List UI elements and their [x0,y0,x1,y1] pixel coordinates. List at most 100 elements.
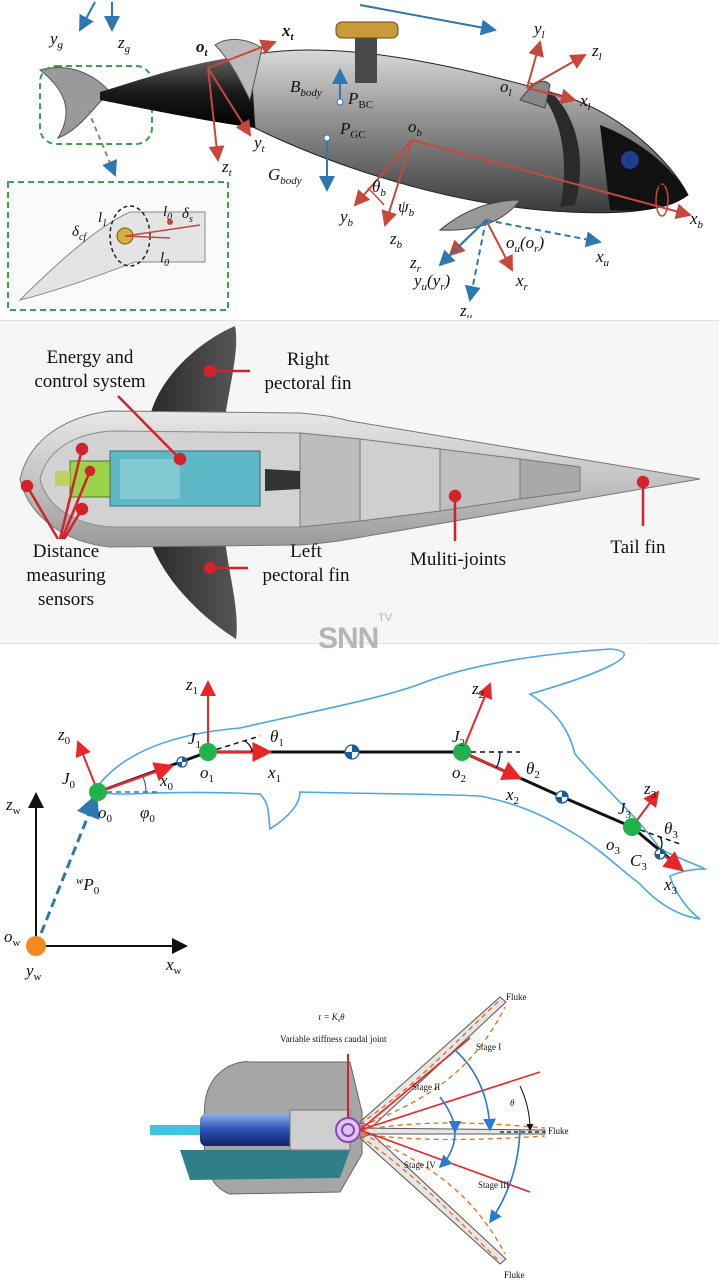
tail-highlight-box [39,65,153,145]
joint-J2 [453,743,471,761]
xt-axis [207,39,277,69]
zu-axis [464,219,487,302]
cyan-rod [150,1125,210,1135]
label-bbody: Bbody [290,77,322,99]
watermark-brand: SNN [318,622,379,655]
x2-axis [461,750,523,780]
z2-axis [461,682,493,753]
label-yw: yw [24,961,42,980]
label-right-fin-line1: Right [287,349,330,370]
label-fluke-mid: Fluke [548,1126,569,1136]
watermark-suffix: TV [378,612,393,624]
label-yl: yl [532,19,545,41]
yu-axis [438,219,487,267]
xg-axis [359,4,497,36]
joint-J1 [199,743,217,761]
zt-axis [207,67,225,162]
label-xl: xl [579,91,591,113]
panel-robot-topview: Energy and control system Right pectoral… [0,320,719,644]
label-o1: o1 [200,763,214,785]
panel-kinematic-chain: z0 z1 z2 z3 zw J0 J1 J2 J3 o0 o1 o2 o3 x… [0,644,719,980]
spring-joint [335,1117,361,1143]
label-theta1: θ1 [270,727,284,749]
yg-axis [79,1,96,32]
kinematic-diagram: z0 z1 z2 z3 zw J0 J1 J2 J3 o0 o1 o2 o3 x… [4,648,708,980]
label-theta: θ [510,1098,515,1108]
label-theta2: θ2 [526,759,540,781]
inset-joint-ring [109,205,151,267]
pectoral-fin-lower [438,199,522,231]
yt-axis [207,67,252,137]
inset-tail [18,211,206,301]
x0-axis [97,762,175,794]
label-yb: yb [338,207,354,229]
label-gbody: Gbody [268,165,302,187]
label-l0-bottom: l0 [160,250,169,269]
xr-axis [485,219,513,272]
label-x3: x3 [663,875,678,897]
com-markers [176,744,666,860]
label-zt: zt [221,157,233,179]
stage1-arc [454,1049,496,1132]
label-stage3: Stage III [478,1180,509,1190]
phib-arc [655,183,669,217]
xb-axis [411,139,692,220]
label-xu: xu [595,247,610,269]
label-theta3: θ3 [664,819,678,841]
label-energy-line1: Energy and [47,347,134,368]
label-yt: yt [252,133,266,155]
zl-axis [526,54,587,89]
label-z1: z1 [185,675,198,697]
label-J1: J1 [188,729,201,751]
left-pectoral-fin [150,539,237,639]
panel-caudal-joint: τ = Ksθ Variable stiffness caudal joint … [0,982,719,1280]
label-stage4: Stage IV [404,1160,436,1170]
label-o2: o2 [452,763,466,785]
pectoral-fin-upper [519,80,551,109]
label-zg: zg [117,33,131,55]
label-equation: τ = Ksθ [318,1012,345,1024]
stage1-line [359,1037,471,1131]
label-yg: yg [48,29,64,51]
inset-pointer [87,109,118,177]
label-l0-top: l0 [163,204,172,223]
nose [600,125,688,211]
label-J2: J2 [452,727,465,749]
label-zu: zu [459,301,473,318]
xl-axis [526,87,577,105]
stage2-arc [439,1096,462,1134]
theta-line [359,1071,541,1131]
stage3-arc [489,1129,521,1224]
stage4-arc [438,1131,456,1169]
link-chain [97,750,677,866]
label-z2: z2 [471,679,484,701]
label-pbc: PBC [347,89,373,111]
label-energy-line2: control system [34,371,146,392]
label-stage2: Stage II [412,1082,440,1092]
label-J0: J0 [62,769,76,791]
peduncle [100,55,255,128]
label-l1: l1 [98,210,107,229]
label-x0: x0 [159,771,174,793]
label-xr: xr [515,271,529,293]
base-plate [180,1150,350,1180]
label-sensors-line1: Distance [33,541,99,562]
label-zw: zw [5,795,21,817]
label-psib: ψb [398,197,415,219]
label-left-fin-line2: pectoral fin [262,565,350,586]
yl-axis [526,40,544,89]
label-ow: ow [4,927,21,949]
label-deltacf: δcf [72,224,87,243]
fluke-bottom [359,1133,507,1265]
label-zl: zl [591,41,602,63]
position-vector [34,793,100,947]
label-xb: xb [689,209,704,231]
label-xw: xw [165,955,182,977]
yb-axis [353,139,413,207]
label-C3: C3 [630,851,647,873]
label-z3: z3 [643,779,657,801]
label-x2: x2 [505,785,519,807]
label-zb: zb [389,229,403,251]
world-origin [26,936,46,956]
label-o3: o3 [606,835,621,857]
